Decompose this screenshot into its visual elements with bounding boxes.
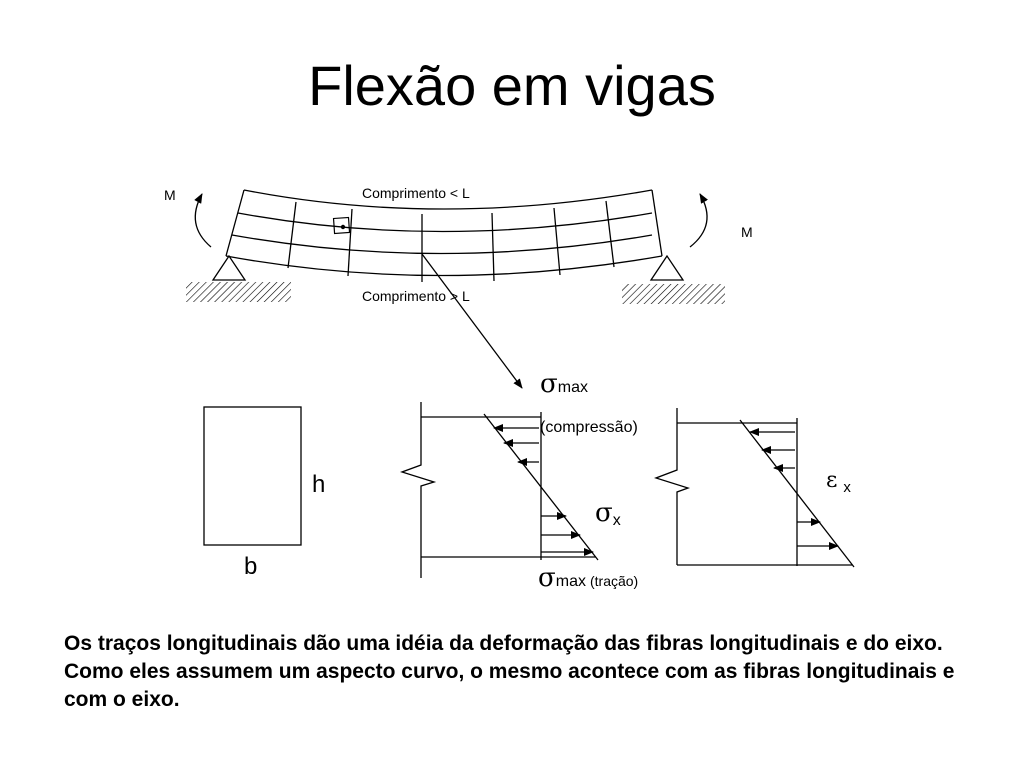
beam-top-fiber: [243, 189, 653, 210]
slide-title: Flexão em vigas: [308, 54, 716, 117]
strain-diagram: [654, 408, 855, 568]
sigma-max-tension-label: σmax(tração): [538, 563, 638, 593]
strain-section-break-line: [654, 408, 691, 565]
slide-body-text: Os traços longitudinais dão uma idéia da…: [64, 632, 955, 711]
beam-element-marker: [332, 216, 351, 235]
beam-section-line: [491, 212, 495, 282]
stress-section-break-line: [399, 402, 437, 578]
section-height-label: h: [312, 471, 325, 498]
sigma-max-compression-label: σmax: [540, 369, 588, 399]
bottom-length-label: Comprimento > L: [362, 288, 470, 304]
section-width-label: b: [244, 553, 257, 580]
moment-left-label: M: [164, 187, 176, 203]
beam-section-line: [553, 207, 561, 276]
beam-left-end: [225, 189, 245, 257]
left-ground: [186, 282, 291, 302]
beam-section-line: [287, 201, 297, 269]
beam-section-line: [347, 208, 353, 277]
beam-bottom-fiber: [225, 255, 663, 277]
compression-label: (compressão): [540, 419, 638, 436]
beam-fiber-2: [237, 212, 653, 233]
moment-left-arrow: [194, 193, 212, 248]
beam-right-end: [651, 189, 663, 257]
cross-section: [203, 406, 302, 546]
right-support: [622, 254, 725, 304]
top-length-label: Comprimento < L: [362, 185, 470, 201]
deformed-beam: [225, 189, 663, 282]
stress-diagram: [399, 402, 599, 578]
beam-section-line: [605, 200, 615, 268]
beam-neutral-axis: [231, 234, 653, 255]
pointer-arrow: [421, 253, 523, 389]
left-support: [186, 254, 291, 302]
moment-right-arrow: [689, 193, 708, 248]
right-ground: [622, 284, 725, 304]
sigma-x-label: σx: [595, 498, 621, 529]
moment-right-label: M: [741, 224, 753, 240]
